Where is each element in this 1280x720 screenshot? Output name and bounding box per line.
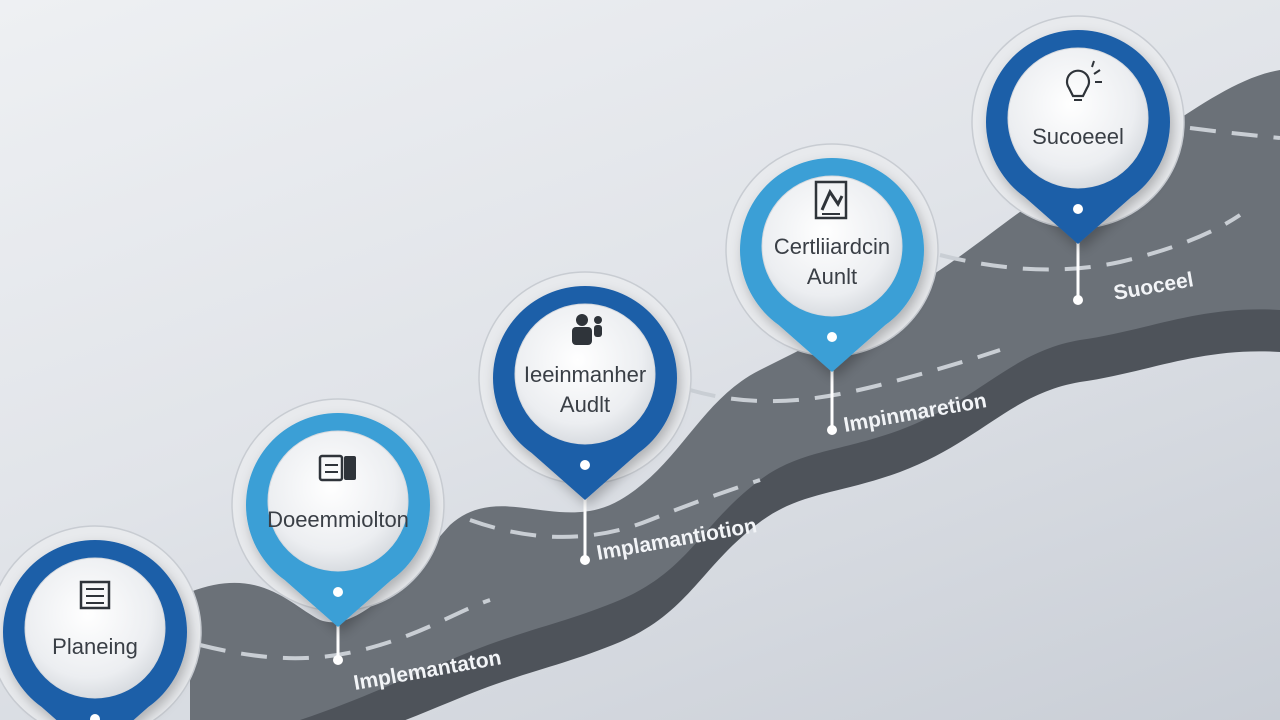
pin-face [1007,47,1149,189]
pin-stem-dot [580,555,590,565]
document-list-icon [79,580,111,610]
road-center-line [199,126,1280,661]
road-surface [190,70,1280,720]
milestone-documentation: Doeemmiolton [231,398,445,665]
pin-tip-dot [333,587,343,597]
milestone-label: Sucoeeel [1032,124,1124,149]
pin-tip-dot [580,460,590,470]
milestone-planning: Planeing [0,525,202,720]
pin-stem-dot [333,655,343,665]
milestone-label: Aunlt [807,264,857,289]
pin-face [267,430,409,572]
pin-tip-dot [1073,204,1083,214]
certificate-icon [814,180,848,220]
pin-stem-dot [1073,295,1083,305]
milestone-label: Planeing [52,634,138,659]
milestone-label: Audlt [560,392,610,417]
pin-face [761,175,903,317]
pin-tip-dot [827,332,837,342]
milestone-label: Ieeinmanher [524,362,646,387]
pin-face [24,557,166,699]
pin-stem-dot [827,425,837,435]
people-icon [572,314,602,345]
lightbulb-icon [1065,60,1102,101]
binder-icon [318,454,356,482]
milestone-label: Certliiardcin [774,234,890,259]
milestone-success: Sucoeeel [971,15,1185,305]
milestone-label: Doeemmiolton [267,507,409,532]
pin-face [514,303,656,445]
pin-tip-dot [90,714,100,720]
